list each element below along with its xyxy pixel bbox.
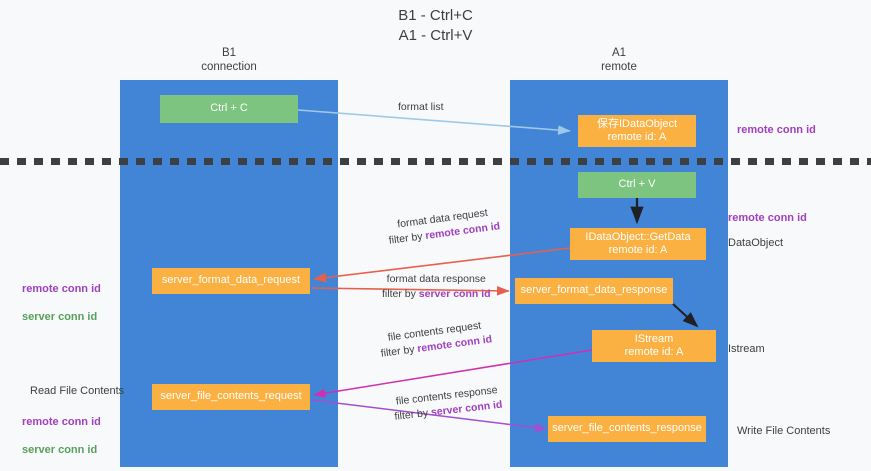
node-ctrl-c[interactable]: Ctrl + C	[160, 95, 298, 123]
annotation-istream: Istream	[728, 343, 765, 355]
edge-response-to-istream	[672, 303, 699, 328]
filter-prefix: filter by	[388, 230, 427, 247]
annotation-remote-conn-id: remote conn id	[22, 416, 101, 428]
filter-key: server conn id	[418, 288, 491, 300]
node-server-file-contents-response[interactable]: server_file_contents_response	[548, 416, 706, 442]
node-idataobject-getdata[interactable]: IDataObject::GetData remote id: A	[570, 228, 706, 260]
annotation-dataobject: DataObject	[728, 237, 784, 249]
edge-label-line-2: filter by server conn id	[382, 287, 491, 302]
annotation-server-conn-id: server conn id	[22, 444, 98, 456]
filter-prefix: filter by	[393, 406, 432, 423]
annotation-remote-conn-id: remote conn id	[22, 283, 101, 295]
edge-file-contents-request	[313, 349, 593, 398]
filter-prefix: filter by	[380, 343, 419, 360]
annotation-write-file-contents: Write File Contents	[737, 425, 831, 437]
node-istream[interactable]: IStream remote id: A	[592, 330, 716, 362]
annotation-left-conn-ids-mid: remote conn id server conn id	[22, 268, 101, 338]
filter-prefix: filter by	[382, 288, 419, 300]
annotation-remote-conn-id-top: remote conn id	[737, 124, 816, 136]
phase-divider	[0, 158, 871, 165]
edge-file-contents-response	[311, 399, 547, 433]
edge-label-line-1: format data response	[386, 273, 486, 285]
edge-format-data-response	[311, 286, 510, 296]
node-save-idataobject[interactable]: 保存IDataObject remote id: A	[578, 115, 696, 147]
node-server-file-contents-request[interactable]: server_file_contents_request	[152, 384, 310, 410]
node-server-format-data-request[interactable]: server_format_data_request	[152, 268, 310, 294]
swimlane-heading-b1: B1 connection	[201, 47, 257, 73]
edge-label-format-list: format list	[398, 101, 444, 113]
annotation-server-conn-id: server conn id	[22, 311, 98, 323]
annotation-read-file-contents: Read File Contents	[30, 385, 125, 397]
edge-format-list	[297, 109, 571, 135]
node-ctrl-v[interactable]: Ctrl + V	[578, 172, 696, 198]
node-server-format-data-response[interactable]: server_format_data_response	[515, 278, 673, 304]
edge-label-format-data-response: format data response filter by server co…	[382, 272, 491, 302]
annotation-left-conn-ids-bottom: remote conn id server conn id	[22, 401, 101, 471]
annotation-remote-conn-id-mid: remote conn id	[728, 212, 807, 224]
edge-format-data-request	[313, 247, 571, 283]
swimlane-heading-a1: A1 remote	[601, 47, 637, 73]
diagram-title: B1 - Ctrl+C A1 - Ctrl+V	[398, 7, 473, 44]
